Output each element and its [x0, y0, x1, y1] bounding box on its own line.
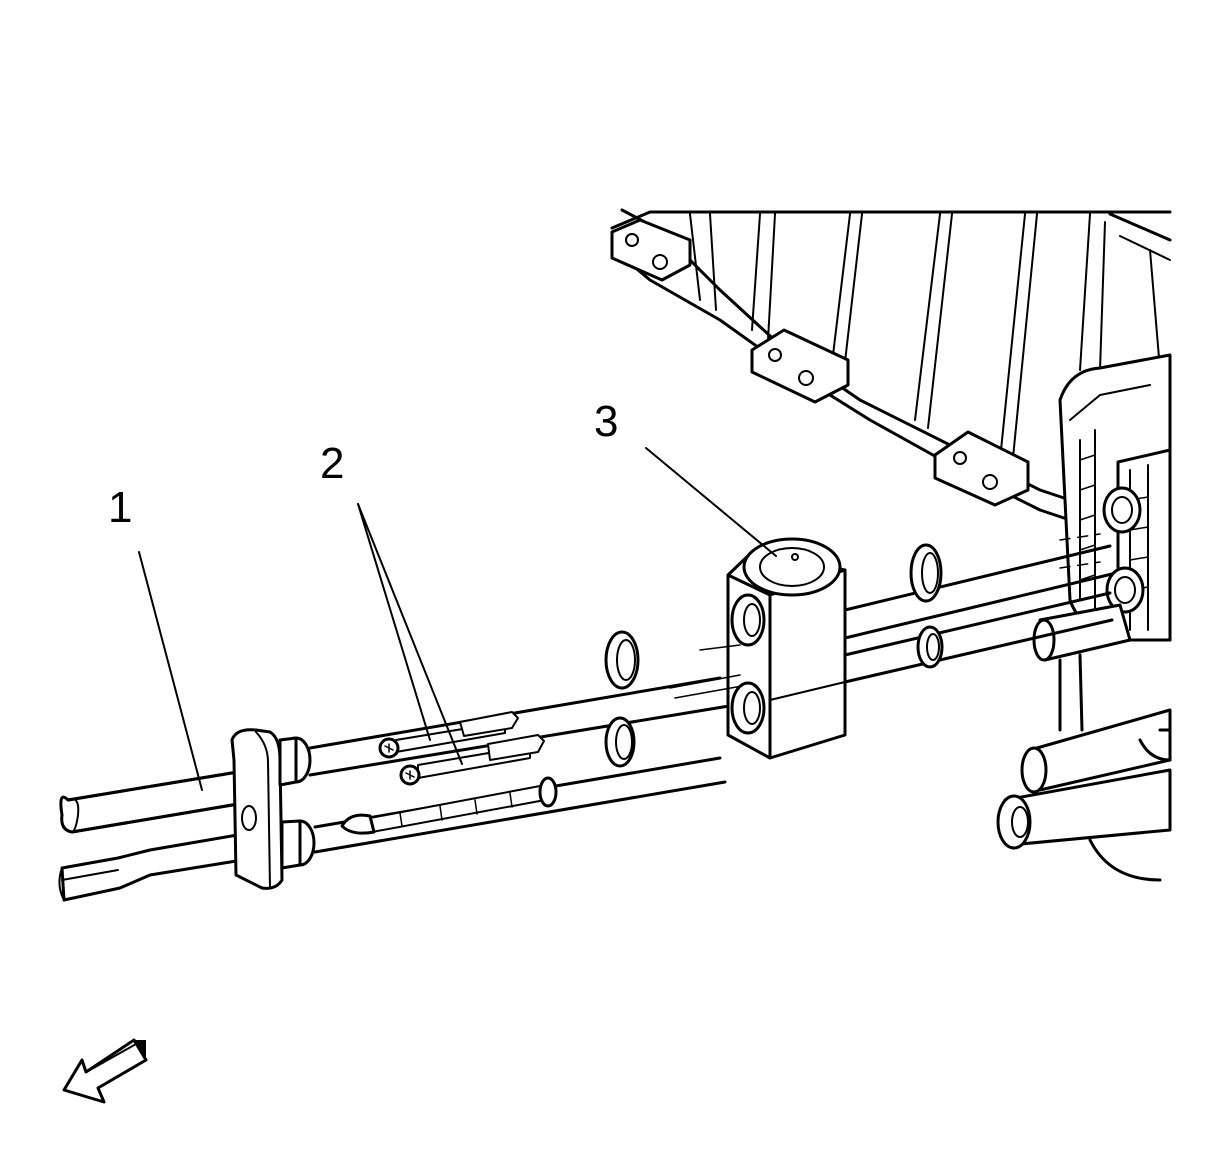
mounting-tab: [610, 218, 692, 282]
bolt-lower: [399, 734, 545, 786]
housing-frame: [610, 208, 1172, 522]
seal-ring: [604, 716, 636, 768]
seal-ring: [909, 543, 943, 603]
cooler-pipes: [308, 533, 1114, 854]
callout-2: 2: [320, 439, 344, 488]
mounting-tab: [933, 430, 1030, 507]
stud-bolt: [340, 776, 558, 835]
mounting-tab: [750, 328, 850, 404]
seal-ring: [604, 630, 640, 690]
pipe-assembly-left: [58, 728, 316, 902]
clamp-block: [669, 537, 847, 760]
seal-ring: [916, 625, 944, 669]
seal-rings: [604, 543, 944, 768]
callout-1: 1: [108, 483, 132, 532]
front-direction-arrow-icon: [62, 1038, 148, 1104]
right-housing-body: [996, 353, 1172, 882]
leader-lines: [138, 447, 777, 791]
callout-3: 3: [594, 397, 618, 446]
